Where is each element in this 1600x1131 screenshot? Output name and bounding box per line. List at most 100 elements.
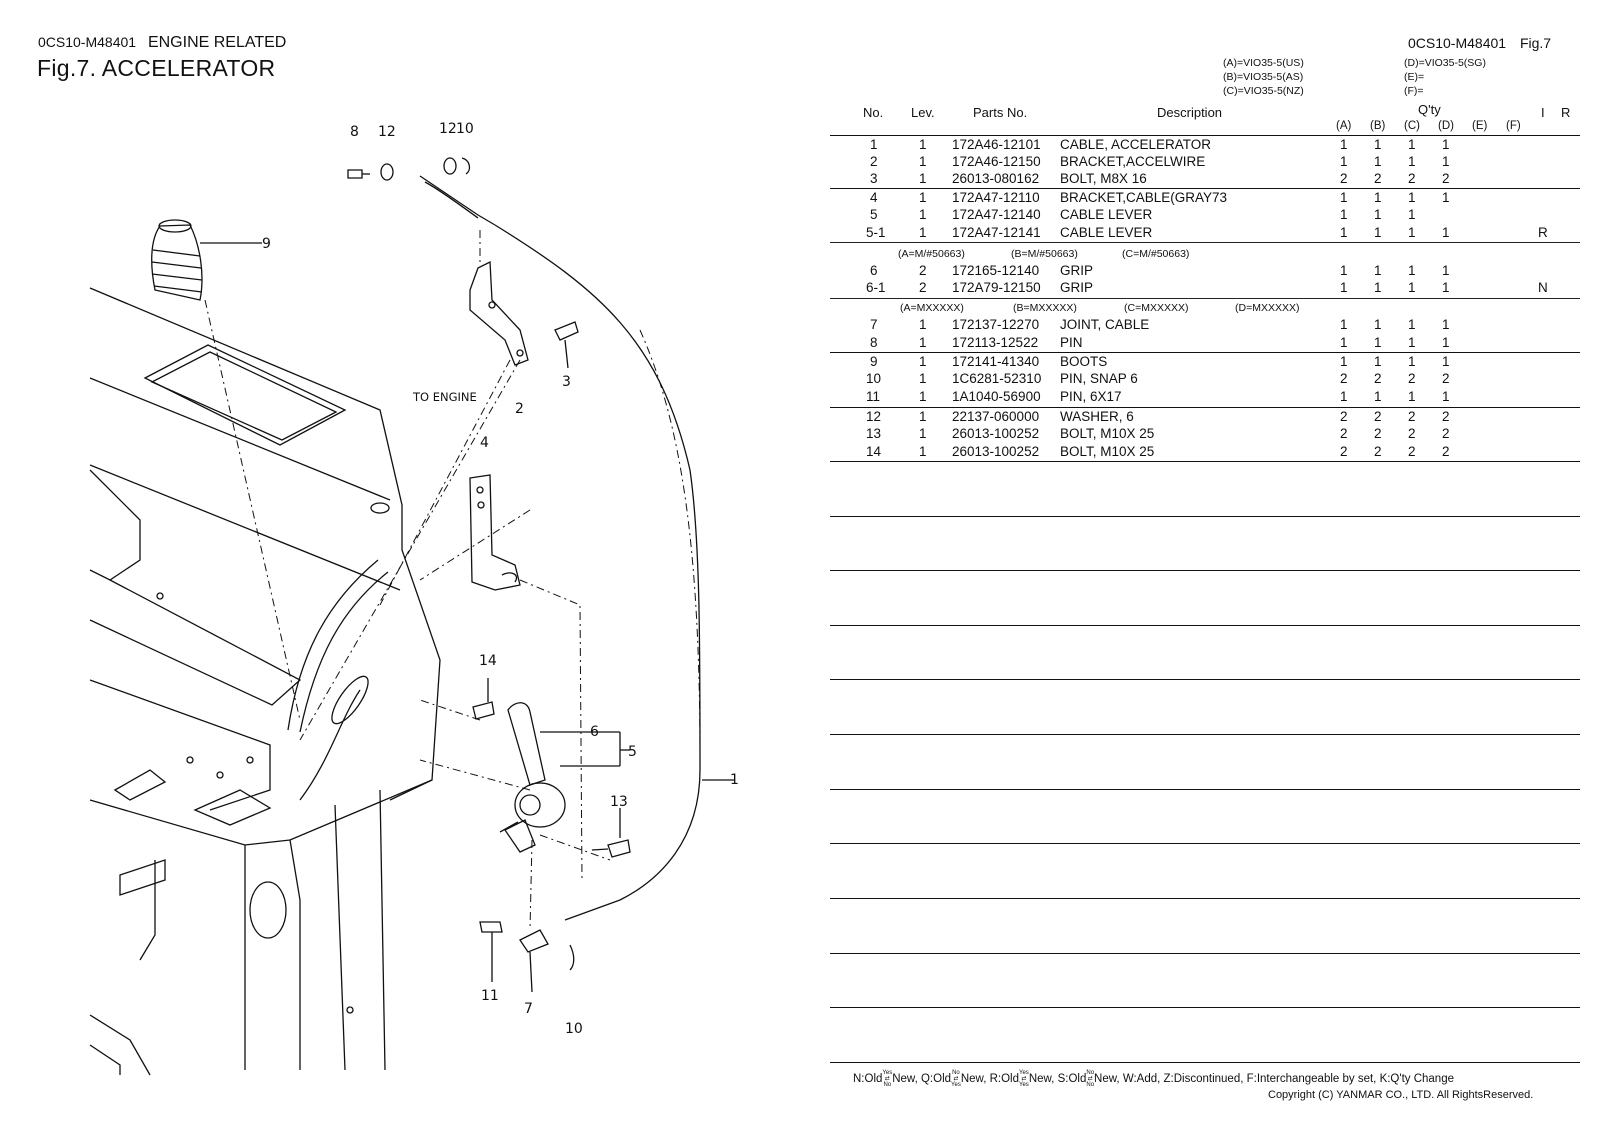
row-qty-c: 2 xyxy=(1408,371,1416,386)
callout-12: 12 xyxy=(378,124,396,140)
empty-rule xyxy=(830,516,1580,517)
qty-col-c: (C) xyxy=(1404,120,1420,132)
legend-q: Q:Old xyxy=(920,1073,952,1086)
bracket-part-4 xyxy=(469,474,521,591)
callout-labels: 8 12 12 10 9 3 2 TO ENGINE 4 14 6 5 1 13… xyxy=(262,121,739,1037)
row-desc: GRIP xyxy=(1060,263,1094,278)
row-desc: BOOTS xyxy=(1060,354,1108,369)
row-no: 1 xyxy=(870,137,878,152)
condition-a: (A=M/#50663) xyxy=(898,248,965,260)
row-qty-c: 1 xyxy=(1408,190,1416,205)
group-divider xyxy=(830,352,1580,353)
row-qty-d: 1 xyxy=(1442,317,1450,332)
empty-rule xyxy=(830,843,1580,844)
row-lev: 1 xyxy=(919,389,927,404)
row-part: 172A47-12141 xyxy=(952,225,1041,240)
row-qty-b: 1 xyxy=(1374,280,1382,295)
qty-col-d: (D) xyxy=(1438,120,1454,132)
row-no: 13 xyxy=(866,426,882,441)
group-divider xyxy=(830,298,1580,299)
condition-a: (A=MXXXXX) xyxy=(900,302,964,314)
row-qty-b: 1 xyxy=(1374,154,1382,169)
empty-rule xyxy=(830,789,1580,790)
row-qty-d: 1 xyxy=(1442,154,1450,169)
row-qty-a: 2 xyxy=(1340,409,1348,424)
qty-col-b: (B) xyxy=(1370,120,1386,132)
callout-10b: 10 xyxy=(565,1021,583,1037)
empty-rule xyxy=(830,1062,1580,1063)
model-list-left: (A)=VIO35-5(US) (B)=VIO35-5(AS) (C)=VIO3… xyxy=(1223,56,1304,98)
row-qty-b: 2 xyxy=(1374,171,1382,186)
row-r-flag: N xyxy=(1538,280,1548,295)
col-lev: Lev. xyxy=(911,105,935,120)
row-part: 1C6281-52310 xyxy=(952,371,1042,386)
row-qty-b: 1 xyxy=(1374,190,1382,205)
row-qty-a: 1 xyxy=(1340,389,1348,404)
row-qty-a: 2 xyxy=(1340,171,1348,186)
row-no: 11 xyxy=(866,389,881,404)
row-qty-b: 1 xyxy=(1374,207,1382,222)
callout-9: 9 xyxy=(262,236,271,252)
legend-rest: W:Add, Z:Discontinued, F:Interchangeable… xyxy=(1122,1073,1454,1086)
group-divider xyxy=(830,242,1580,243)
row-part: 172A47-12110 xyxy=(952,190,1040,205)
serial-condition-row: (A=MXXXXX) (B=MXXXXX) (C=MXXXXX) (D=MXXX… xyxy=(0,302,1600,316)
row-lev: 1 xyxy=(919,354,927,369)
group-divider xyxy=(830,407,1580,408)
row-qty-a: 1 xyxy=(1340,263,1348,278)
empty-rule xyxy=(830,953,1580,954)
machine-frame-drawing xyxy=(89,287,441,1076)
row-qty-b: 1 xyxy=(1374,389,1382,404)
row-no: 9 xyxy=(870,354,878,369)
row-desc: GRIP xyxy=(1060,280,1094,295)
col-description: Description xyxy=(1157,105,1223,120)
serial-condition-row: (A=M/#50663) (B=M/#50663) (C=M/#50663) xyxy=(0,248,1600,262)
row-qty-a: 1 xyxy=(1340,317,1348,332)
callout-12b: 12 xyxy=(439,121,457,137)
row-desc: WASHER, 6 xyxy=(1060,409,1134,424)
row-desc: CABLE LEVER xyxy=(1060,225,1153,240)
callout-4: 4 xyxy=(480,435,489,451)
col-parts-no: Parts No. xyxy=(973,105,1028,120)
col-r: R xyxy=(1561,105,1571,120)
row-part: 22137-060000 xyxy=(952,409,1040,424)
change-code-legend: N:OldYes⇄NoNew, Q:OldNo⇄YesNew, R:OldYes… xyxy=(853,1070,1454,1088)
row-qty-c: 2 xyxy=(1408,444,1416,459)
row-qty-d: 2 xyxy=(1442,426,1450,441)
row-qty-a: 1 xyxy=(1340,207,1348,222)
bracket-part-2 xyxy=(469,260,529,366)
row-qty-a: 1 xyxy=(1340,280,1348,295)
row-qty-b: 1 xyxy=(1374,317,1382,332)
bolt-part-3 xyxy=(554,321,579,369)
row-qty-b: 2 xyxy=(1374,444,1382,459)
empty-rule xyxy=(830,734,1580,735)
qty-col-a: (A) xyxy=(1336,120,1352,132)
row-qty-d: 1 xyxy=(1442,335,1450,350)
col-i: I xyxy=(1541,105,1545,120)
row-qty-a: 2 xyxy=(1340,371,1348,386)
row-qty-c: 1 xyxy=(1408,389,1416,404)
row-qty-d: 2 xyxy=(1442,409,1450,424)
qty-col-e: (E) xyxy=(1472,120,1488,132)
col-qty: Q'ty xyxy=(1418,102,1441,117)
group-divider xyxy=(830,461,1580,462)
row-lev: 1 xyxy=(919,171,927,186)
table-row: 7 1 172137-12270 JOINT, CABLE 1 1 1 1 xyxy=(0,317,1600,334)
callout-11: 11 xyxy=(481,988,499,1004)
row-part: 1A1040-56900 xyxy=(952,389,1041,404)
callout-14: 14 xyxy=(479,653,497,669)
row-qty-d: 1 xyxy=(1442,389,1450,404)
row-qty-b: 1 xyxy=(1374,335,1382,350)
condition-b: (B=M/#50663) xyxy=(1011,248,1078,260)
row-qty-b: 1 xyxy=(1374,225,1382,240)
row-part: 172A79-12150 xyxy=(952,280,1041,295)
header-code-right: 0CS10-M48401 Fig.7 xyxy=(1408,35,1551,51)
condition-b: (B=MXXXXX) xyxy=(1013,302,1077,314)
row-qty-c: 1 xyxy=(1408,207,1416,222)
washer-part-12 xyxy=(380,157,457,181)
row-lev: 1 xyxy=(919,317,927,332)
row-lev: 2 xyxy=(919,280,927,295)
copyright: Copyright (C) YANMAR CO., LTD. All Right… xyxy=(1268,1089,1534,1101)
callout-1: 1 xyxy=(730,772,739,788)
table-row: 5 1 172A47-12140 CABLE LEVER 1 1 1 xyxy=(0,207,1600,224)
